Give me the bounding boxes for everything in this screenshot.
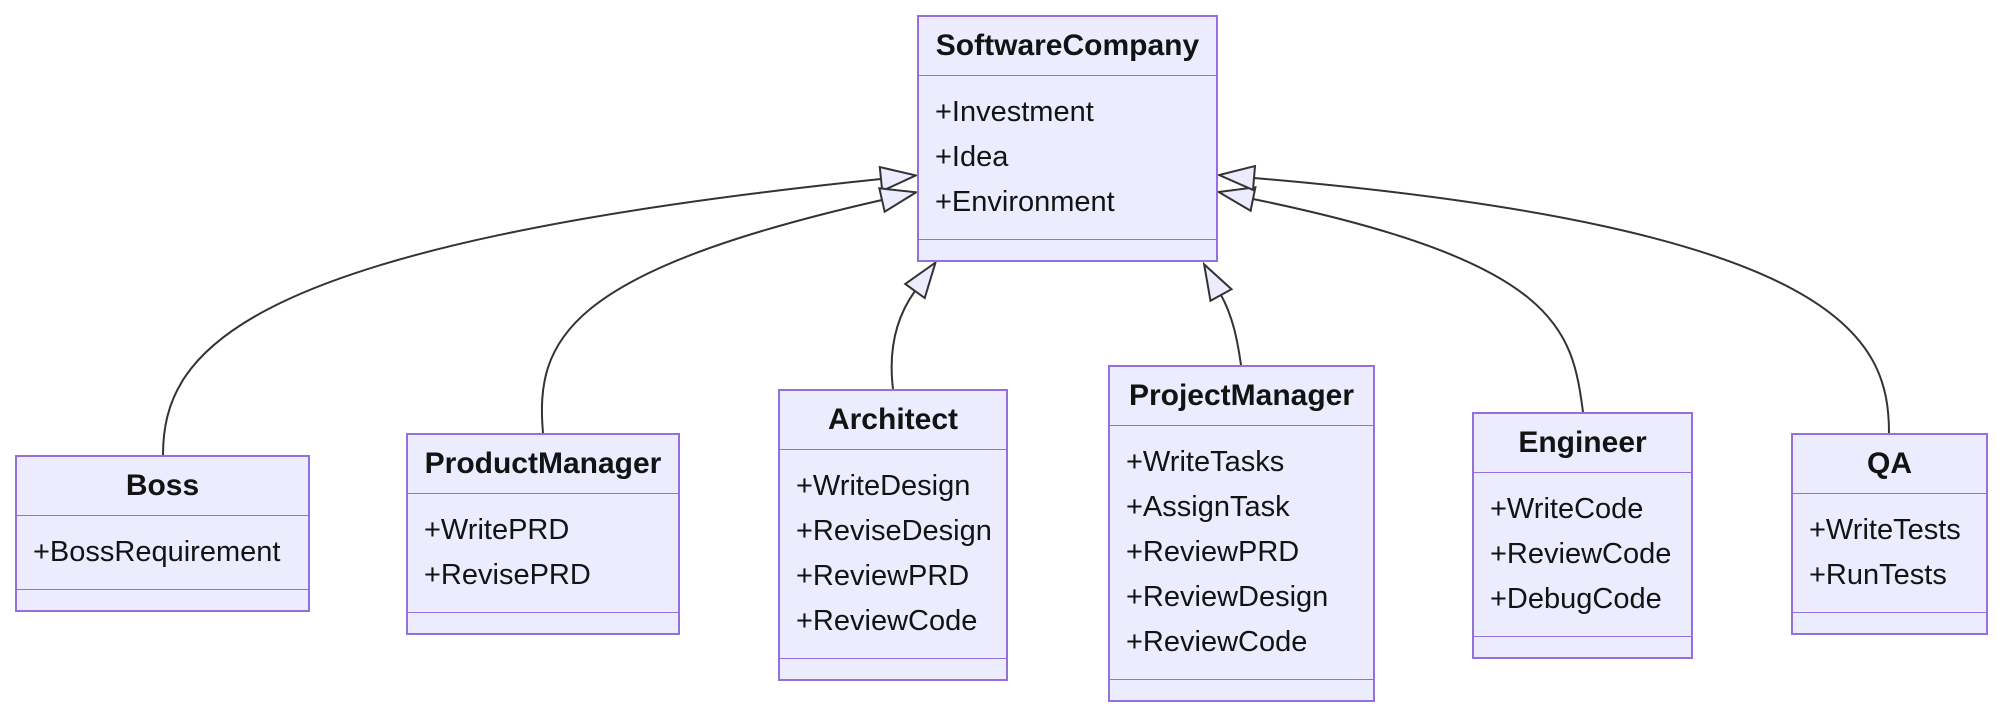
class-attribute: +WriteTasks: [1126, 446, 1285, 478]
class-attribute: +WritePRD: [424, 514, 570, 546]
edge-projectmanager-inheritance: [1221, 295, 1242, 366]
class-attribute: +ReviewCode: [796, 605, 978, 637]
class-title: Architect: [780, 391, 1006, 450]
class-attributes: +BossRequirement: [17, 516, 308, 589]
class-box-architect: Architect +WriteDesign +ReviseDesign +Re…: [778, 389, 1008, 681]
class-methods-empty: [17, 589, 308, 610]
class-attribute: +ReviewDesign: [1126, 581, 1329, 613]
class-attribute: +ReviseDesign: [796, 515, 992, 547]
class-methods-empty: [1474, 636, 1691, 657]
class-attributes: +WriteDesign +ReviseDesign +ReviewPRD +R…: [780, 450, 1006, 658]
class-attribute: +ReviewCode: [1490, 538, 1672, 570]
class-box-softwarecompany: SoftwareCompany +Investment +Idea +Envir…: [917, 15, 1218, 262]
class-attribute: +WriteTests: [1809, 514, 1961, 546]
class-attributes: +WriteCode +ReviewCode +DebugCode: [1474, 473, 1691, 636]
class-box-qa: QA +WriteTests +RunTests: [1791, 433, 1988, 635]
edge-architect-inheritance: [890, 291, 915, 390]
edge-productmanager-inheritance: [540, 200, 882, 434]
class-attribute: +Idea: [935, 141, 1009, 173]
class-attribute: +AssignTask: [1126, 491, 1290, 523]
class-attribute: +WriteCode: [1490, 493, 1644, 525]
class-methods-empty: [780, 658, 1006, 679]
class-box-projectmanager: ProjectManager +WriteTasks +AssignTask +…: [1108, 365, 1375, 702]
class-title: SoftwareCompany: [919, 17, 1216, 76]
class-attribute: +DebugCode: [1490, 583, 1662, 615]
class-attributes: +Investment +Idea +Environment: [919, 76, 1216, 239]
class-attribute: +Environment: [935, 186, 1115, 218]
class-attributes: +WritePRD +RevisePRD: [408, 494, 678, 612]
class-attribute: +RevisePRD: [424, 559, 591, 591]
edge-boss-inheritance: [162, 179, 881, 456]
class-attributes: +WriteTasks +AssignTask +ReviewPRD +Revi…: [1110, 426, 1373, 679]
class-methods-empty: [919, 239, 1216, 260]
class-attribute: +ReviewPRD: [796, 560, 970, 592]
class-attribute: +Investment: [935, 96, 1094, 128]
class-attributes: +WriteTests +RunTests: [1793, 494, 1986, 612]
class-title: ProjectManager: [1110, 367, 1373, 426]
edge-qa-inheritance: [1254, 178, 1890, 434]
class-attribute: +ReviewCode: [1126, 626, 1308, 658]
class-methods-empty: [1110, 679, 1373, 700]
class-attribute: +BossRequirement: [33, 536, 281, 568]
class-attribute: +RunTests: [1809, 559, 1947, 591]
class-box-engineer: Engineer +WriteCode +ReviewCode +DebugCo…: [1472, 412, 1693, 659]
class-methods-empty: [408, 612, 678, 633]
class-box-boss: Boss +BossRequirement: [15, 455, 310, 612]
class-title: Engineer: [1474, 414, 1691, 473]
class-box-productmanager: ProductManager +WritePRD +RevisePRD: [406, 433, 680, 635]
class-title: Boss: [17, 457, 308, 516]
class-attribute: +ReviewPRD: [1126, 536, 1300, 568]
edge-engineer-inheritance: [1253, 199, 1584, 413]
class-methods-empty: [1793, 612, 1986, 633]
class-title: QA: [1793, 435, 1986, 494]
class-title: ProductManager: [408, 435, 678, 494]
class-attribute: +WriteDesign: [796, 470, 971, 502]
